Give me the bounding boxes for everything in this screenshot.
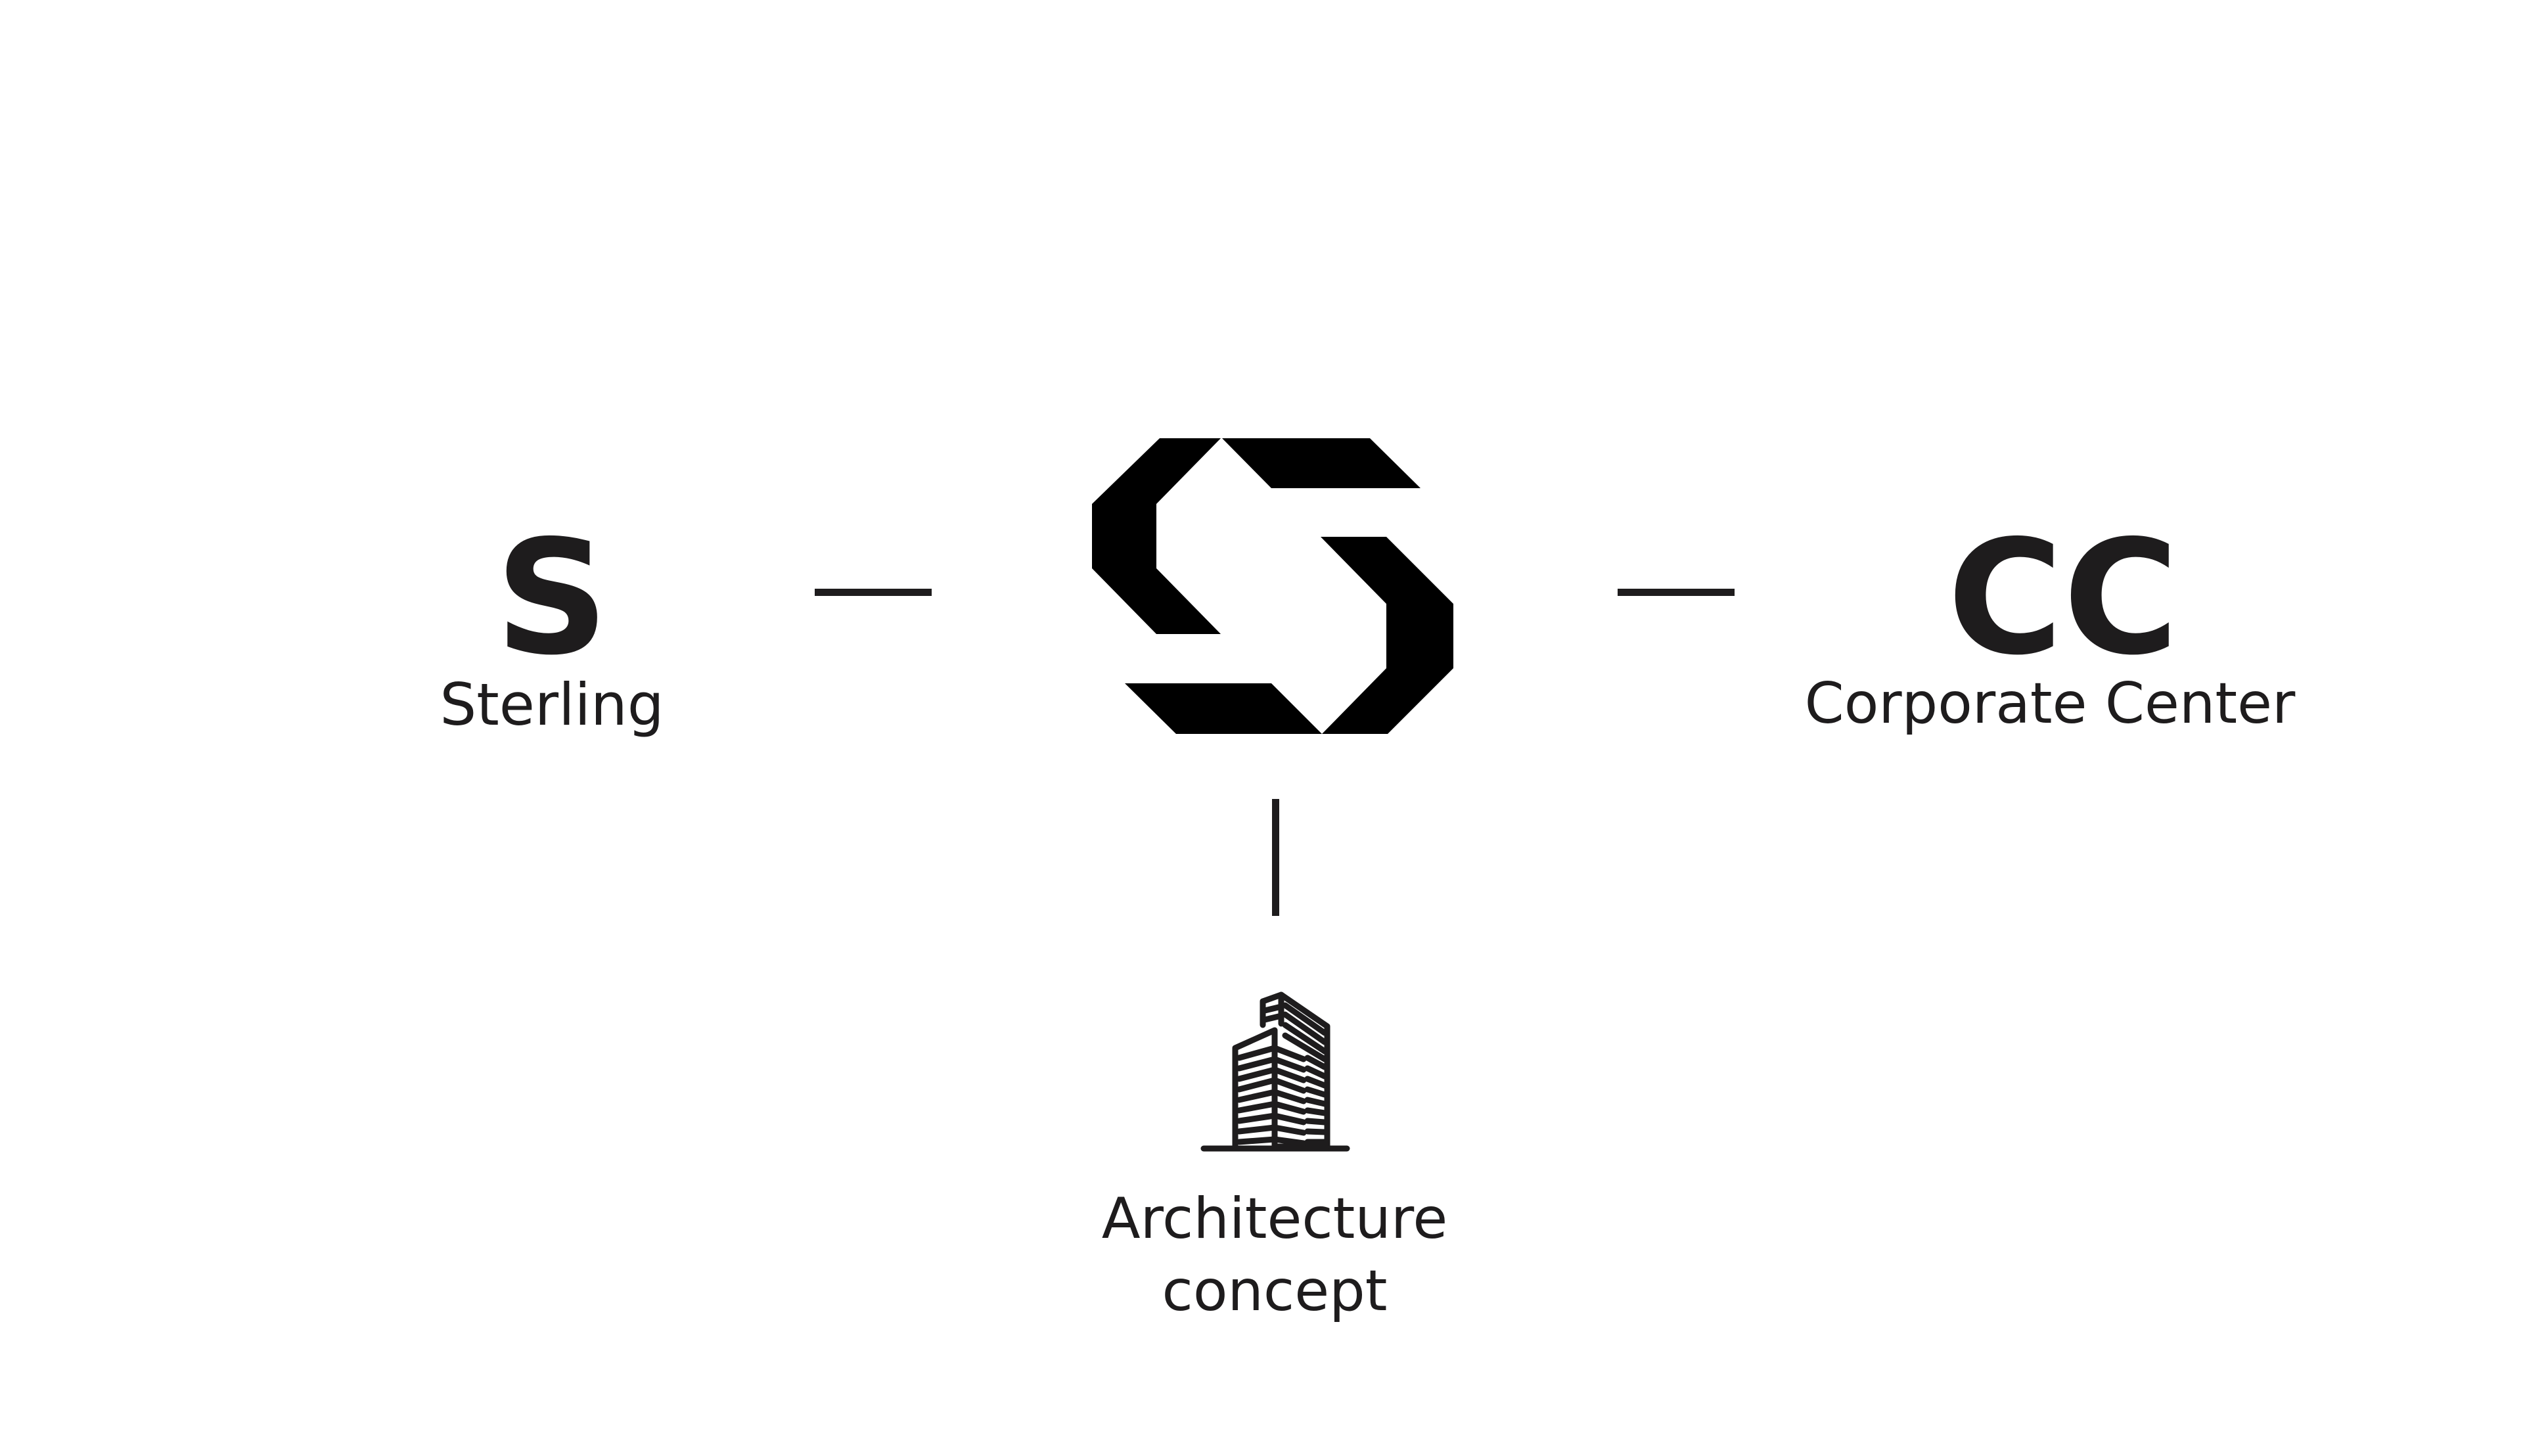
- sterling-s-logo-icon: [1092, 438, 1453, 734]
- corporate-center-letter-mark: CC: [1947, 506, 2179, 690]
- architecture-label-line2: concept: [1162, 1258, 1388, 1325]
- logo-part-right: [1321, 537, 1453, 734]
- connector-right: [1618, 589, 1735, 596]
- connector-bottom: [1272, 799, 1279, 916]
- sterling-letter-mark: S: [495, 506, 609, 690]
- architecture-concept-label: Architecture concept: [946, 1183, 1603, 1340]
- logo-part-lower-left: [1125, 683, 1322, 734]
- sterling-label: Sterling: [440, 671, 664, 739]
- corporate-center-label: Corporate Center: [1804, 671, 2296, 737]
- logo-part-upper-left: [1092, 438, 1221, 634]
- connector-left: [815, 589, 932, 596]
- building-icon: [1200, 991, 1350, 1152]
- architecture-label-line1: Architecture: [1101, 1186, 1448, 1252]
- logo-part-upper-right: [1222, 438, 1421, 488]
